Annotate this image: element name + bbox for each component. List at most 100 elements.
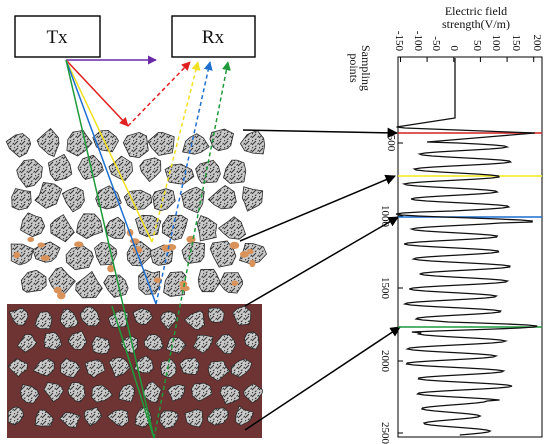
strength-tick-label: -100 <box>412 31 424 52</box>
y-axis-label-line1: Electric field <box>445 4 507 18</box>
rock-particle <box>66 129 93 157</box>
receiver-antenna: Rx <box>171 15 256 58</box>
rock-particle <box>91 335 111 355</box>
sample-tick-label: 1500 <box>379 277 391 300</box>
rock-particle <box>197 268 221 293</box>
rock-particle <box>139 157 162 183</box>
sample-tick-label: 500 <box>385 135 397 152</box>
rock-particle <box>7 406 25 426</box>
fine-particle <box>247 248 254 255</box>
arrow-upper-layer <box>239 174 396 242</box>
rock-particle <box>126 241 152 267</box>
strength-tick-label: -150 <box>393 31 405 52</box>
fine-particle <box>40 255 50 261</box>
rock-particle <box>94 242 118 266</box>
sample-tick-label: 2000 <box>379 350 391 373</box>
rock-particle <box>91 384 114 403</box>
rock-particle <box>34 182 63 209</box>
fine-particle <box>229 241 240 250</box>
rock-particle <box>106 409 130 427</box>
rock-particle <box>223 159 247 184</box>
rock-particle <box>196 215 218 242</box>
transmitter-antenna: Tx <box>14 15 101 58</box>
red-ray-down <box>65 59 129 127</box>
rock-particle <box>103 274 129 298</box>
y-axis-label-line2: strength(V/m) <box>442 17 510 31</box>
plot-frame <box>397 56 543 438</box>
x-axis-label-line2: points <box>347 53 361 83</box>
rock-particle <box>217 216 247 240</box>
yellow-ray-down <box>65 59 153 243</box>
rock-particle <box>192 334 214 354</box>
rock-particle <box>122 131 149 159</box>
rock-particle <box>67 381 86 403</box>
fine-particle <box>231 280 239 287</box>
arrow-surface <box>242 127 399 139</box>
rock-particle <box>161 214 188 241</box>
rock-particle <box>207 360 231 382</box>
rock-particle <box>163 271 187 297</box>
rock-particle <box>76 213 104 239</box>
rock-particle <box>152 188 176 212</box>
rock-particle <box>11 188 32 211</box>
rock-particle <box>60 357 81 378</box>
rock-particle <box>132 307 153 326</box>
rock-particle <box>34 311 53 330</box>
rock-particle <box>16 333 38 353</box>
strength-tick-marks <box>400 57 535 62</box>
blue-ray-up <box>155 61 213 305</box>
rock-particle <box>118 383 135 403</box>
rock-particle <box>243 383 263 404</box>
rock-particle <box>181 186 205 214</box>
strength-tick-label: 0 <box>448 46 460 52</box>
rock-particle <box>235 405 255 426</box>
rock-particle <box>84 359 106 379</box>
rock-particle <box>8 307 29 326</box>
green-ray-up <box>153 61 231 439</box>
fine-particle <box>107 264 115 273</box>
rock-particle <box>195 159 221 184</box>
red-ray-up <box>127 61 191 127</box>
rock-particle <box>20 212 46 238</box>
rock-particle <box>50 214 75 243</box>
rock-particle <box>65 245 94 271</box>
rock-particle <box>238 242 268 265</box>
rock-particle <box>16 159 43 188</box>
sample-tick-label: 1000 <box>379 205 391 228</box>
green-ray-return <box>111 305 155 439</box>
rock-particle <box>232 305 252 326</box>
strength-tick-label: -50 <box>430 36 442 51</box>
rock-particle <box>47 153 73 182</box>
rock-particle <box>181 241 206 264</box>
yellow-ray-up <box>151 61 201 243</box>
correspondence-arrows <box>239 127 401 431</box>
rock-particle <box>143 334 164 351</box>
rock-particle <box>160 310 178 331</box>
blue-ray-down <box>65 59 157 305</box>
sample-axis: 500 1000 1500 2000 2500 <box>379 135 403 444</box>
rock-particle <box>207 185 237 210</box>
rock-particle <box>147 131 175 156</box>
rock-particle <box>43 331 63 351</box>
trace-plot: Electric field strength(V/m) Sampling po… <box>347 4 543 444</box>
rock-particle <box>167 384 186 402</box>
rock-particle <box>243 331 260 350</box>
rock-particle <box>219 272 244 294</box>
rock-particle <box>191 382 213 402</box>
rock-particle <box>43 382 64 403</box>
ballast-particles <box>5 128 268 429</box>
ballast-section <box>5 128 268 438</box>
x-axis-label-line1: Sampling <box>359 45 373 91</box>
fine-particle <box>74 241 84 248</box>
rock-particle <box>207 307 225 323</box>
rock-particle <box>179 357 200 376</box>
strength-axis: -150 -100 -50 0 50 100 150 200 <box>393 31 543 62</box>
trace-waveform <box>395 58 538 436</box>
arrow-bottom <box>244 326 401 431</box>
strength-tick-label: 50 <box>471 40 483 52</box>
rock-particle <box>166 336 187 354</box>
rock-particle <box>32 358 55 377</box>
sample-tick-marks <box>398 142 403 434</box>
rock-particle <box>61 186 85 213</box>
rock-particle <box>19 384 40 404</box>
